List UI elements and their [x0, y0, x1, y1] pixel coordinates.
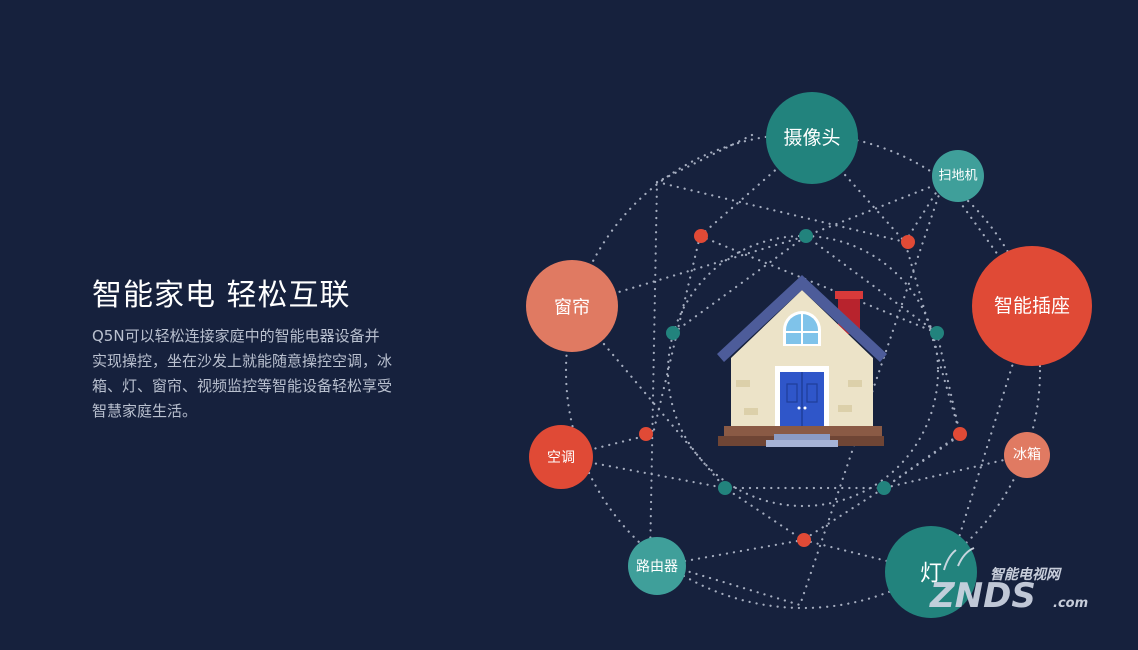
device-robot-vacuum[interactable]: 扫地机	[932, 150, 984, 202]
device-air-conditioner[interactable]: 空调	[529, 425, 593, 489]
device-router[interactable]: 路由器	[628, 537, 686, 595]
svg-text:空调: 空调	[547, 450, 575, 466]
svg-text:扫地机: 扫地机	[938, 169, 977, 184]
teal-dot	[799, 229, 813, 243]
teal-dot	[718, 481, 732, 495]
device-smart-plug[interactable]: 智能插座	[972, 246, 1092, 366]
device-curtain[interactable]: 窗帘	[526, 260, 618, 352]
svg-text:智能电视网: 智能电视网	[990, 566, 1062, 583]
svg-text:ZNDS: ZNDS	[929, 576, 1036, 616]
svg-text:智能插座: 智能插座	[994, 295, 1070, 317]
svg-text:摄像头: 摄像头	[783, 127, 840, 149]
svg-text:路由器: 路由器	[636, 559, 678, 575]
red-dot	[797, 533, 811, 547]
svg-text:.com: .com	[1053, 596, 1088, 611]
red-dot	[694, 229, 708, 243]
teal-dot	[666, 326, 680, 340]
red-dot	[901, 235, 915, 249]
svg-text:冰箱: 冰箱	[1013, 447, 1041, 463]
red-dot	[953, 427, 967, 441]
house-illustration	[717, 275, 887, 447]
device-light[interactable]: 灯	[885, 526, 977, 618]
network-nodes	[639, 229, 967, 547]
device-camera[interactable]: 摄像头	[766, 92, 858, 184]
znds-watermark: 智能电视网 ZNDS .com	[929, 547, 1088, 616]
svg-text:灯: 灯	[920, 562, 942, 587]
device-fridge[interactable]: 冰箱	[1004, 432, 1050, 478]
red-dot	[639, 427, 653, 441]
svg-text:窗帘: 窗帘	[554, 298, 590, 319]
teal-dot	[930, 326, 944, 340]
teal-dot	[877, 481, 891, 495]
headline: 智能家电 轻松互联	[92, 278, 351, 313]
description: Q5N可以轻松连接家庭中的智能电器设备并实现操控，坐在沙发上就能随意操控空调，冰…	[92, 327, 393, 420]
